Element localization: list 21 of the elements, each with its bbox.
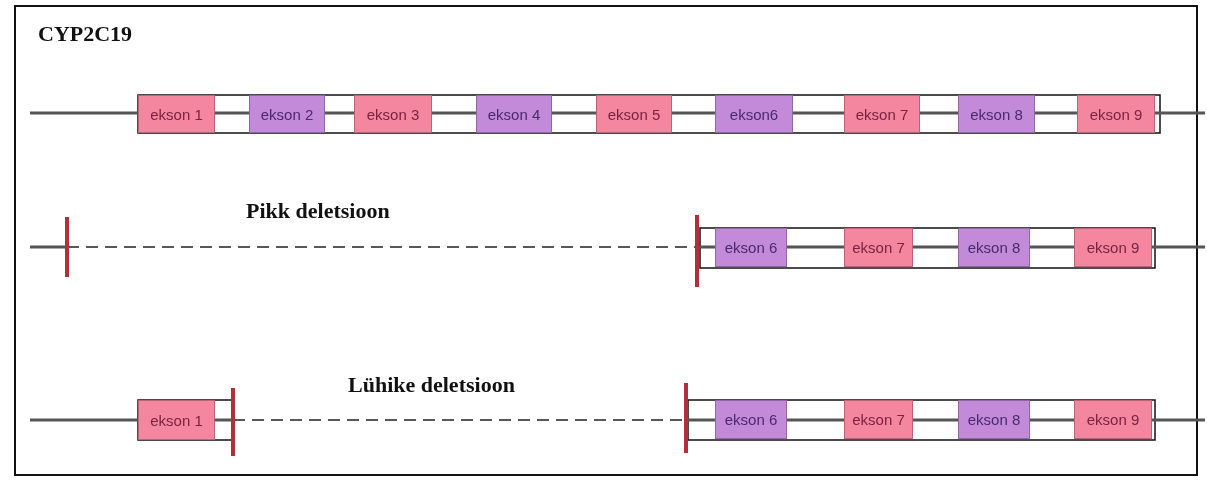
deletion-label: Pikk deletsioon — [246, 198, 390, 224]
deletion-label: Lühike deletsioon — [348, 372, 515, 398]
exon-box: ekson 6 — [715, 228, 787, 267]
exon-box: ekson 9 — [1074, 228, 1152, 267]
exon-box: ekson 6 — [715, 400, 787, 439]
exon-box: ekson 1 — [138, 95, 215, 133]
exon-box: ekson 1 — [138, 400, 215, 440]
exon-box: ekson6 — [715, 95, 793, 133]
exon-box: ekson 4 — [476, 95, 552, 133]
exon-box: ekson 8 — [958, 95, 1035, 133]
exon-box: ekson 7 — [844, 228, 913, 267]
title: CYP2C19 — [38, 21, 133, 47]
exon-box: ekson 9 — [1074, 400, 1152, 439]
exon-box: ekson 7 — [844, 400, 913, 439]
exon-box: ekson 7 — [844, 95, 920, 133]
exon-box: ekson 8 — [958, 400, 1030, 439]
exon-box: ekson 5 — [596, 95, 672, 133]
exon-box: ekson 8 — [958, 228, 1030, 267]
exon-box: ekson 3 — [354, 95, 432, 133]
exon-box: ekson 9 — [1077, 95, 1155, 133]
exon-box: ekson 2 — [249, 95, 325, 133]
